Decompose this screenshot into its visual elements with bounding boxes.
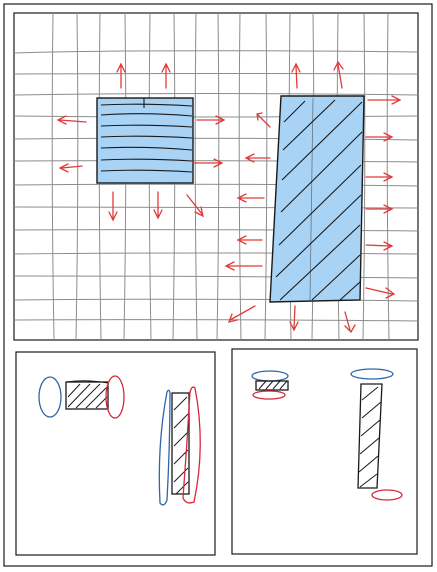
flat-block-with-ovals: [251, 370, 289, 400]
outward-arrows: [56, 60, 402, 334]
bottom-left-panel-border: [15, 351, 216, 556]
thin-bar-with-ovals: [350, 368, 403, 501]
bottom-right-panel-border: [231, 348, 418, 555]
bottom-right-panel: [231, 348, 418, 555]
bottom-left-panel: [15, 351, 216, 556]
top-panel: [13, 12, 419, 341]
square-with-ovals: [38, 375, 125, 419]
outer-frame: [3, 3, 433, 567]
left-blue-square: [96, 97, 194, 184]
tall-bar-with-ovals: [158, 386, 201, 506]
right-blue-rectangle: [269, 95, 365, 303]
top-panel-border: [13, 12, 419, 341]
